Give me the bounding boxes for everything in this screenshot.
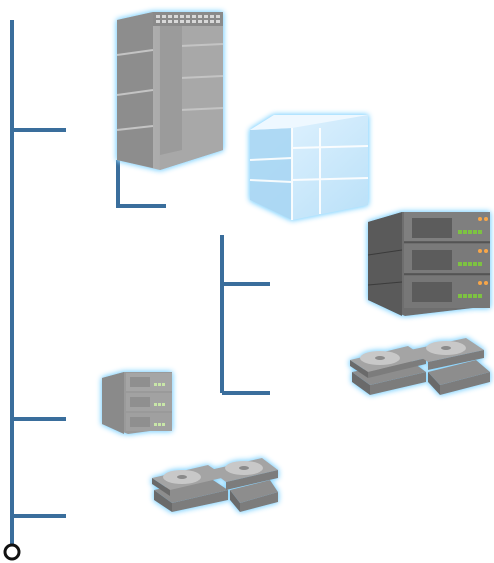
sub-branch-line <box>116 160 166 208</box>
rack-server-stack-icon <box>102 372 172 434</box>
glass-cabinet-icon <box>249 115 369 220</box>
hard-drive-array-icon <box>152 458 278 512</box>
rack-server-stack-icon <box>367 212 490 316</box>
server-rack-icon <box>116 12 224 170</box>
hard-drive-array-icon <box>350 338 490 395</box>
root-node-circle <box>3 543 21 561</box>
connector-lines <box>10 20 270 544</box>
